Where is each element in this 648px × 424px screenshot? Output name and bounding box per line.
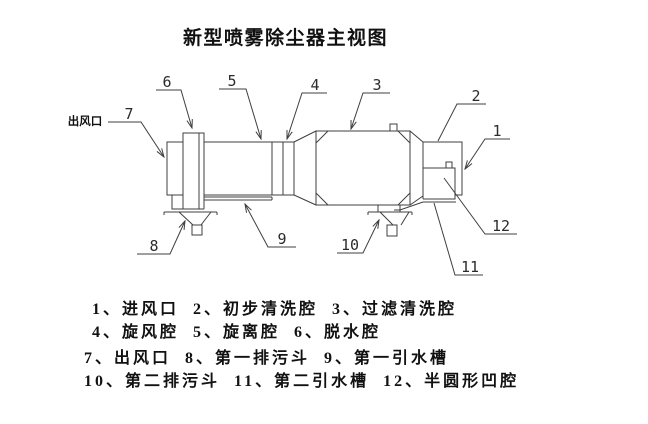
leader-2: [437, 103, 486, 142]
preliminary-chamber-box: [422, 141, 463, 199]
callout-3: 3: [372, 76, 381, 94]
dewater-chamber-foot: [171, 195, 204, 210]
leader-9: [245, 204, 296, 248]
callout-12: 12: [492, 217, 510, 235]
inner-cavity-box: [423, 167, 456, 203]
leader-5: [219, 88, 261, 139]
water-guide-1: [204, 196, 273, 201]
leader-6: [156, 89, 192, 128]
callout-2: 2: [471, 87, 480, 105]
callout-7: 7: [124, 105, 133, 123]
outlet-box: [166, 141, 183, 196]
dewater-chamber-box: [182, 132, 205, 209]
callout-5: 5: [227, 72, 236, 90]
callout-8: 8: [149, 237, 158, 255]
legend-line-4: 10、第二排污斗 11、第二引水槽 12、半圆形凹腔: [84, 373, 520, 390]
leader-1: [465, 138, 510, 169]
page-title: 新型喷雾除尘器主视图: [183, 28, 389, 49]
inner-cavity-nub: [445, 161, 453, 168]
leader-12: [443, 177, 517, 235]
leader-3: [351, 92, 390, 129]
callout-11: 11: [461, 258, 479, 276]
hopper-2: [379, 211, 410, 237]
callout-labels: 1 2 3 4 5 6 7 8 9 10 11 12 出风口: [68, 72, 510, 276]
leader-lines: [108, 88, 517, 276]
transition-right: [409, 130, 424, 206]
filter-chamber-nub: [389, 123, 398, 131]
callout-10: 10: [341, 236, 359, 254]
leader-11: [433, 202, 483, 276]
callout-1: 1: [492, 122, 501, 140]
device-body: [163, 123, 463, 237]
hopper-1: [178, 211, 212, 236]
hopper-2-flange: [367, 211, 413, 215]
legend-line-2: 4、旋风腔 5、旋离腔 6、脱水腔: [92, 324, 382, 341]
callout-4: 4: [310, 76, 319, 94]
leader-10: [337, 220, 379, 254]
leader-4: [287, 92, 327, 139]
callout-6: 6: [162, 73, 171, 91]
legend-line-3: 7、出风口 8、第一排污斗 9、第一引水槽: [84, 350, 450, 367]
outlet-label: 出风口: [68, 114, 103, 128]
callout-9: 9: [277, 230, 286, 248]
leader-7: [108, 121, 164, 157]
corner-chamfers: [315, 130, 411, 206]
tube-junctions: [271, 142, 295, 195]
hopper-1-flange: [163, 211, 218, 215]
hopper-2-stubs: [377, 205, 401, 212]
legend-line-1: 1、进风口 2、初步清洗腔 3、过滤清洗腔: [92, 301, 458, 318]
transition-left: [293, 130, 317, 206]
water-guide-2: [394, 201, 424, 211]
leader-8: [137, 221, 185, 255]
tube-body: [204, 141, 294, 196]
filter-chamber-box: [315, 130, 411, 206]
